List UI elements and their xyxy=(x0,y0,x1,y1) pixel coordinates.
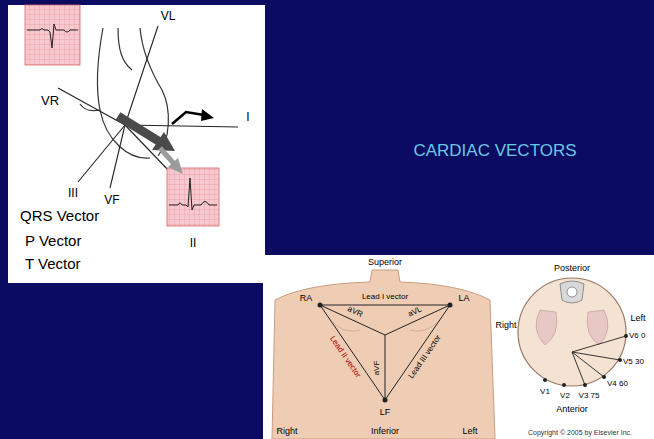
lead-angle: V5 30 xyxy=(623,358,644,366)
direction-label: Superior xyxy=(368,258,402,267)
lead-axis xyxy=(58,26,238,188)
precordial-lead-line xyxy=(572,336,626,385)
direction-label: Right xyxy=(495,321,516,330)
torso xyxy=(272,270,495,439)
electrode-name: LA xyxy=(458,294,469,303)
lead-vector-name: Lead I vector xyxy=(362,293,408,301)
lead-angle: V6 0 xyxy=(629,332,645,340)
einthoven-triangle xyxy=(320,305,450,400)
chest-section xyxy=(518,278,626,386)
electrode-dot xyxy=(543,334,628,387)
direction-label: Left xyxy=(630,314,645,323)
vector-arrow xyxy=(118,109,214,174)
panel xyxy=(263,255,654,439)
vector-name: P Vector xyxy=(25,233,81,248)
lead-name: VF xyxy=(104,194,119,206)
lead-name: VL xyxy=(161,10,176,22)
direction-label: Anterior xyxy=(556,405,588,414)
lead-vector-name: aVF xyxy=(373,361,381,376)
vector-name: T Vector xyxy=(25,256,81,271)
copyright-note: Copyright © 2005 by Elsevier Inc. xyxy=(528,429,632,436)
electrode-dot xyxy=(318,303,453,403)
slide-title: CARDIAC VECTORS xyxy=(413,142,576,159)
electrode-name: LF xyxy=(380,408,391,417)
direction-label: Right xyxy=(276,427,297,436)
direction-label: Posterior xyxy=(554,264,590,273)
heart-outline xyxy=(80,28,168,158)
ecg-strip xyxy=(25,5,219,226)
lead-name: VR xyxy=(41,94,59,107)
direction-label: Inferior xyxy=(371,427,399,436)
lead-angle: V3 75 xyxy=(579,392,600,400)
lead-name: V1 xyxy=(540,388,550,396)
vector-name: QRS Vector xyxy=(20,208,99,223)
electrode-name: RA xyxy=(300,294,313,303)
lead-angle: V4 60 xyxy=(607,380,628,388)
lead-name: I xyxy=(246,111,249,123)
lead-name: III xyxy=(68,187,78,199)
direction-label: Left xyxy=(462,427,477,436)
panel xyxy=(8,5,265,283)
lead-name: II xyxy=(190,237,197,249)
lead-name: V2 xyxy=(560,392,570,400)
